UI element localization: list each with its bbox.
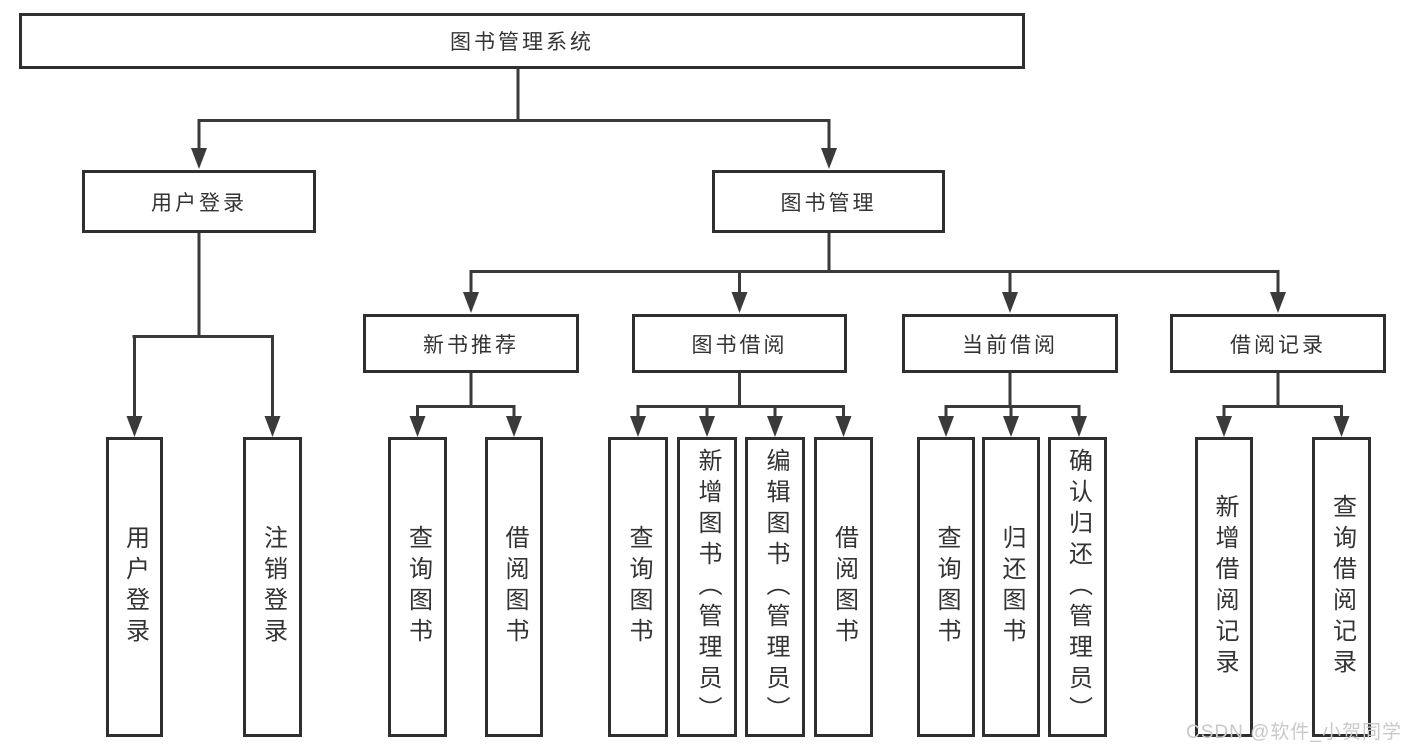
node-current-borrowing: 当前借阅 [902,314,1118,373]
node-label: 查询图书 [933,525,960,649]
node-user-login: 用户登录 [82,170,316,233]
node-new-book-recommend: 新书推荐 [363,314,579,373]
arrowhead [264,416,281,437]
node-label: 查询图书 [625,525,652,649]
arrowhead [835,416,852,437]
node-label: 借阅图书 [830,525,858,649]
node-label: 新增借阅记录 [1211,494,1238,680]
arrowhead [1333,416,1350,437]
node-book-borrowing: 图书借阅 [632,314,847,373]
node-label: 编辑图书（管理员） [762,447,789,727]
connector-book-borrowing-to-leaves [636,373,845,420]
node-label: 确认归还（管理员） [1064,447,1092,727]
node-book-management-system: 图书管理系统 [19,13,1025,69]
node-label: 图书管理系统 [450,31,594,54]
leaf-logout: 注销登录 [243,437,302,737]
node-borrowing-records: 借阅记录 [1170,314,1386,373]
connector-book-management-to-level3 [469,233,1280,296]
node-label: 注销登录 [259,525,287,649]
leaf-borrow-books-borrowing: 借阅图书 [814,437,873,737]
node-label: 查询图书 [404,525,432,649]
node-label: 新书推荐 [423,333,519,357]
node-label: 用户登录 [121,525,149,649]
leaf-return-books: 归还图书 [982,437,1040,737]
leaf-add-books-admin: 新增图书（管理员） [677,437,737,737]
arrowhead [506,416,522,437]
arrowhead [1002,292,1018,313]
node-label: 借阅图书 [501,525,528,649]
arrowhead [821,148,837,169]
node-label: 新增图书（管理员） [694,447,721,727]
node-book-management: 图书管理 [712,170,945,233]
arrowhead [938,416,954,437]
arrowhead [699,416,715,437]
leaf-query-books-current: 查询图书 [917,437,975,737]
node-label: 图书借阅 [691,333,788,357]
node-label: 图书管理 [780,191,877,215]
leaf-add-borrow-record: 新增借阅记录 [1195,437,1253,737]
leaf-user-login: 用户登录 [106,437,163,737]
arrowhead [731,292,748,313]
leaf-borrow-books-recommend: 借阅图书 [485,437,543,737]
arrowhead [126,416,143,437]
node-label: 查询借阅记录 [1328,494,1356,680]
leaf-edit-books-admin: 编辑图书（管理员） [745,437,805,737]
connector-current-borrowing-to-leaves [944,373,1081,420]
node-label: 用户登录 [151,191,247,215]
connector-root-to-level2 [197,69,831,152]
connector-new-book-recommend-to-leaves [416,373,516,420]
leaf-query-books-borrowing: 查询图书 [608,437,668,737]
arrowhead [767,416,783,437]
connector-borrowing-records-to-leaves [1222,373,1343,420]
arrowhead [1270,292,1286,313]
arrowhead [1071,416,1087,437]
leaf-query-borrow-record: 查询借阅记录 [1312,437,1371,737]
connector-user-login-to-leaves [132,233,274,420]
leaf-confirm-return-admin: 确认归还（管理员） [1048,437,1107,737]
arrowhead [409,416,426,437]
node-label: 归还图书 [998,525,1025,649]
arrowhead [191,148,207,169]
csdn-watermark: CSDN @软件_小贺同学 [1186,722,1402,743]
arrowhead [1216,416,1232,437]
node-label: 借阅记录 [1230,333,1326,357]
leaf-query-books-recommend: 查询图书 [388,437,447,737]
arrowhead [463,292,479,313]
arrowhead [1003,416,1019,437]
node-label: 当前借阅 [962,333,1058,357]
arrowhead [630,416,646,437]
